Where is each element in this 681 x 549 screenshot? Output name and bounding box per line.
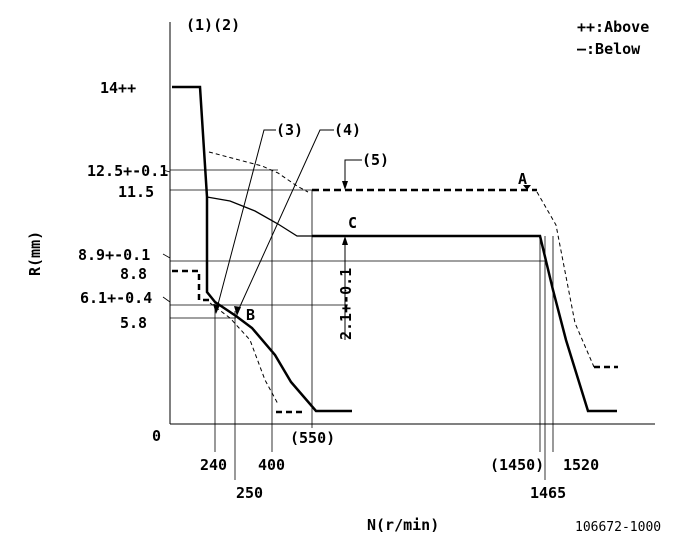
callout-label: (4) bbox=[334, 121, 361, 139]
idle-step-dashed bbox=[172, 269, 210, 302]
x-tick-label: 1465 bbox=[530, 484, 566, 502]
y-tick-label: 8.8 bbox=[120, 265, 147, 283]
above-limit-curve-low bbox=[209, 302, 279, 405]
y-tick-label: 6.1+-0.4 bbox=[80, 289, 152, 307]
top-marks-label: (1)(2) bbox=[186, 16, 240, 34]
y-axis-title: R(mm) bbox=[26, 231, 44, 276]
above-limit-curve bbox=[208, 151, 309, 193]
x-tick-label: 400 bbox=[258, 456, 285, 474]
legend-below: —:Below bbox=[577, 40, 641, 58]
x-tick-label: 250 bbox=[236, 484, 263, 502]
arrow-heads bbox=[213, 181, 531, 316]
x-reference-lines bbox=[214, 170, 554, 480]
x-tick-label: 240 bbox=[200, 456, 227, 474]
above-limit-curve-falling bbox=[536, 191, 595, 368]
dimension-label: 2.1+-0.1 bbox=[337, 268, 355, 340]
callout-leaders bbox=[215, 129, 362, 340]
y-tick-label: 12.5+-0.1 bbox=[87, 162, 168, 180]
legend-above: ++:Above bbox=[577, 18, 649, 36]
origin-label: 0 bbox=[152, 427, 161, 445]
x-tick-label: (1450) bbox=[490, 456, 544, 474]
callout-label: (3) bbox=[276, 121, 303, 139]
y-tick-label: 14++ bbox=[100, 79, 136, 97]
y-label-leaders bbox=[162, 169, 171, 303]
nominal-curve-upper bbox=[206, 196, 312, 237]
nominal-curve-main bbox=[172, 85, 352, 413]
point-label-c: C bbox=[348, 214, 357, 232]
y-reference-lines bbox=[170, 169, 545, 319]
figure-id: 106672-1000 bbox=[575, 520, 661, 535]
y-tick-label: 11.5 bbox=[118, 183, 154, 201]
x-tick-label: 1520 bbox=[563, 456, 599, 474]
point-label-a: A bbox=[518, 170, 527, 188]
point-label-b: B bbox=[246, 306, 255, 324]
y-tick-label: 5.8 bbox=[120, 314, 147, 332]
x-axis-title: N(r/min) bbox=[367, 516, 439, 534]
nominal-plateau bbox=[312, 234, 617, 413]
x-tick-label: (550) bbox=[290, 429, 335, 447]
y-tick-label: 8.9+-0.1 bbox=[78, 246, 150, 264]
callout-label: (5) bbox=[362, 151, 389, 169]
